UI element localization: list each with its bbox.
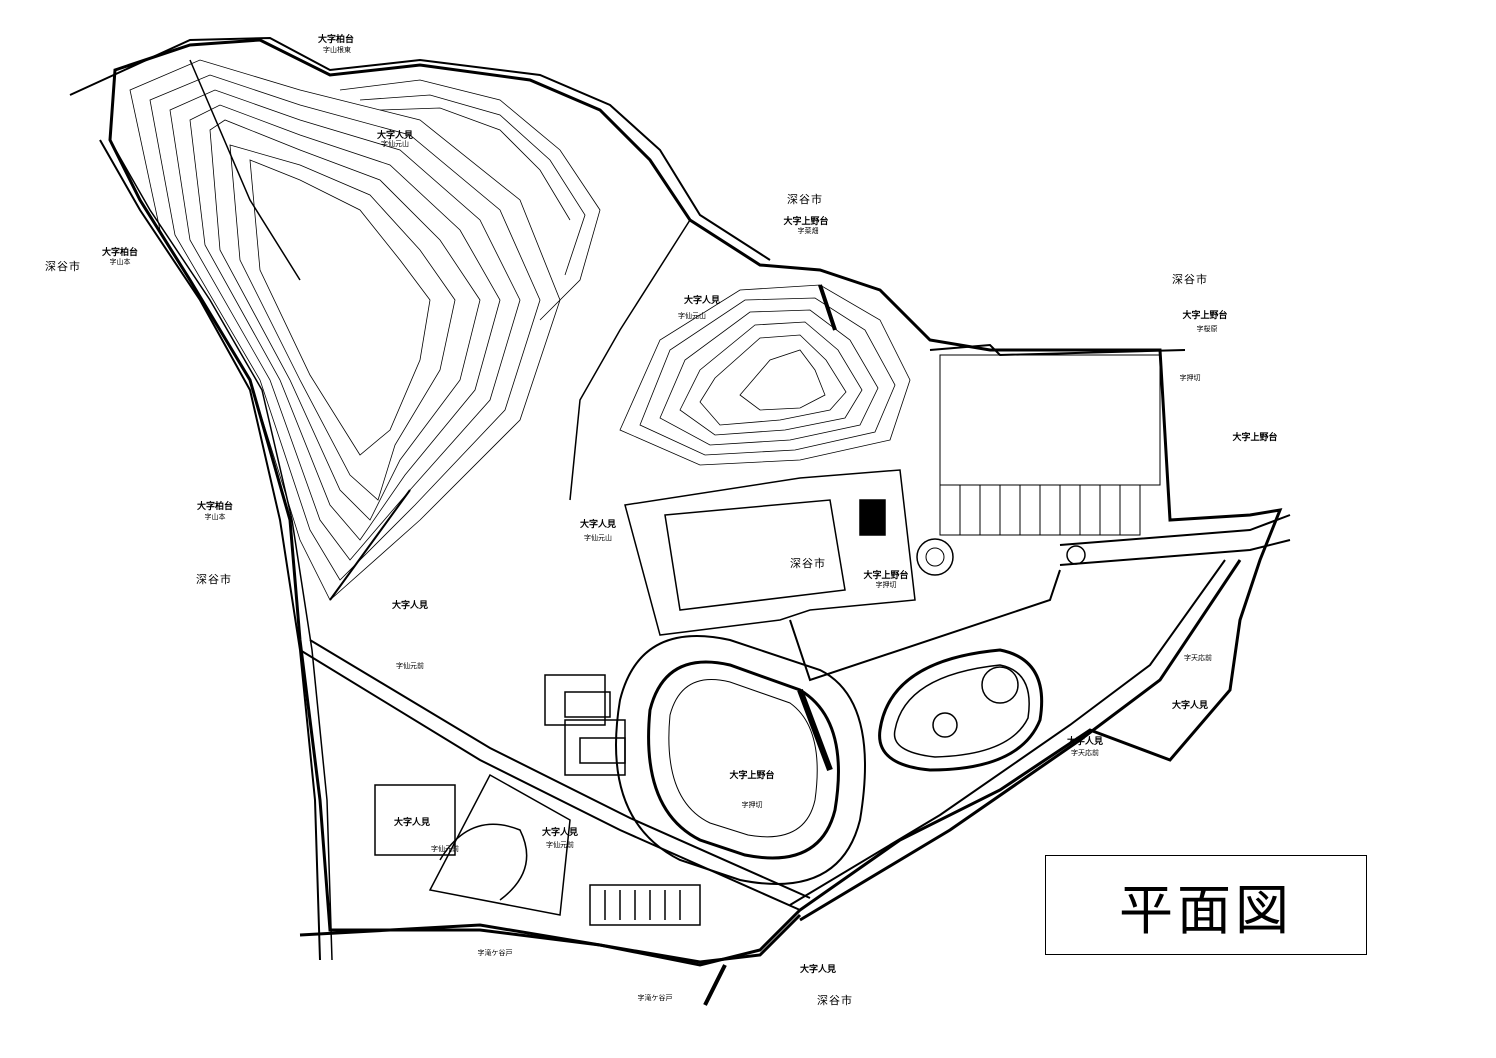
park-boundary — [108, 38, 1283, 967]
place-label: 大字柏台 — [318, 33, 354, 45]
place-sublabel: 字押切 — [742, 800, 763, 809]
place-label: 大字人見 — [1172, 699, 1208, 711]
road-ne — [929, 343, 1186, 357]
road-loop — [789, 569, 1061, 682]
place-label: 大字人見 — [542, 826, 578, 838]
city-label: 深谷市 — [790, 556, 826, 570]
tennis-courts — [544, 674, 626, 776]
drawing-title: 平面図 — [1045, 855, 1367, 955]
road-east-entrance — [1059, 514, 1291, 546]
place-label: 大字上野台 — [783, 215, 828, 227]
road-south — [299, 913, 802, 964]
roundabout — [916, 538, 954, 576]
central-building — [624, 469, 916, 636]
tennis-courts-south — [589, 884, 701, 926]
road-diagonal-sw — [299, 649, 801, 911]
place-sublabel: 字滝ケ谷戸 — [478, 948, 513, 957]
hill-path — [329, 489, 411, 601]
road-south-stub — [703, 964, 727, 1006]
contour-lines-west-hill — [129, 59, 601, 601]
oval-garden — [878, 648, 1044, 772]
place-sublabel: 字仙元前 — [431, 844, 459, 853]
road-east-entrance-2 — [1059, 539, 1291, 566]
place-label: 大字柏台 — [102, 246, 138, 258]
place-sublabel: 字仙元山 — [381, 139, 409, 148]
parking-lot — [939, 354, 1161, 536]
roundabout-inner — [925, 547, 945, 567]
place-label: 大字人見 — [394, 816, 430, 828]
place-label: 大字人見 — [392, 599, 428, 611]
railway — [799, 559, 1242, 922]
city-label: 深谷市 — [1172, 272, 1208, 286]
place-sublabel: 字山根東 — [323, 45, 351, 54]
road-north — [69, 36, 771, 261]
city-label: 深谷市 — [817, 993, 853, 1007]
place-sublabel: 字仙元前 — [546, 840, 574, 849]
place-label: 大字上野台 — [863, 569, 908, 581]
place-sublabel: 字押切 — [1180, 373, 1201, 382]
place-sublabel: 字滝ケ谷戸 — [638, 993, 673, 1002]
place-label: 大字上野台 — [729, 769, 774, 781]
baseball-field — [374, 773, 571, 916]
place-sublabel: 字仙元前 — [396, 661, 424, 670]
contour-lines-east-hill — [619, 284, 911, 466]
place-label: 大字人見 — [580, 518, 616, 530]
city-label: 深谷市 — [45, 259, 81, 273]
hill-stairs — [818, 284, 837, 331]
place-sublabel: 字天応前 — [1184, 653, 1212, 662]
place-sublabel: 字桜原 — [1197, 324, 1218, 333]
hill-path-2 — [189, 59, 301, 281]
place-label: 大字柏台 — [197, 500, 233, 512]
place-sublabel: 字仙元山 — [584, 533, 612, 542]
hill-path-3 — [569, 219, 691, 501]
road-west-2 — [109, 139, 333, 961]
athletics-stadium — [615, 635, 866, 885]
city-label: 深谷市 — [787, 192, 823, 206]
place-label: 大字上野台 — [1182, 309, 1227, 321]
road-west — [99, 139, 321, 961]
place-label: 大字人見 — [377, 129, 413, 141]
place-sublabel: 字山本 — [205, 512, 226, 521]
place-label: 大字人見 — [684, 294, 720, 306]
road-diagonal-sw-2 — [309, 639, 811, 899]
place-label: 大字人見 — [800, 963, 836, 975]
place-sublabel: 字仙元山 — [678, 311, 706, 320]
place-sublabel: 字押切 — [876, 580, 897, 589]
railway-2 — [789, 559, 1226, 906]
city-label: 深谷市 — [196, 572, 232, 586]
place-sublabel: 字菜畑 — [798, 226, 819, 235]
place-sublabel: 字天応前 — [1071, 748, 1099, 757]
roundabout-east — [1066, 545, 1086, 565]
place-label: 大字人見 — [1067, 735, 1103, 747]
place-label: 大字上野台 — [1232, 431, 1277, 443]
place-sublabel: 字山本 — [110, 257, 131, 266]
